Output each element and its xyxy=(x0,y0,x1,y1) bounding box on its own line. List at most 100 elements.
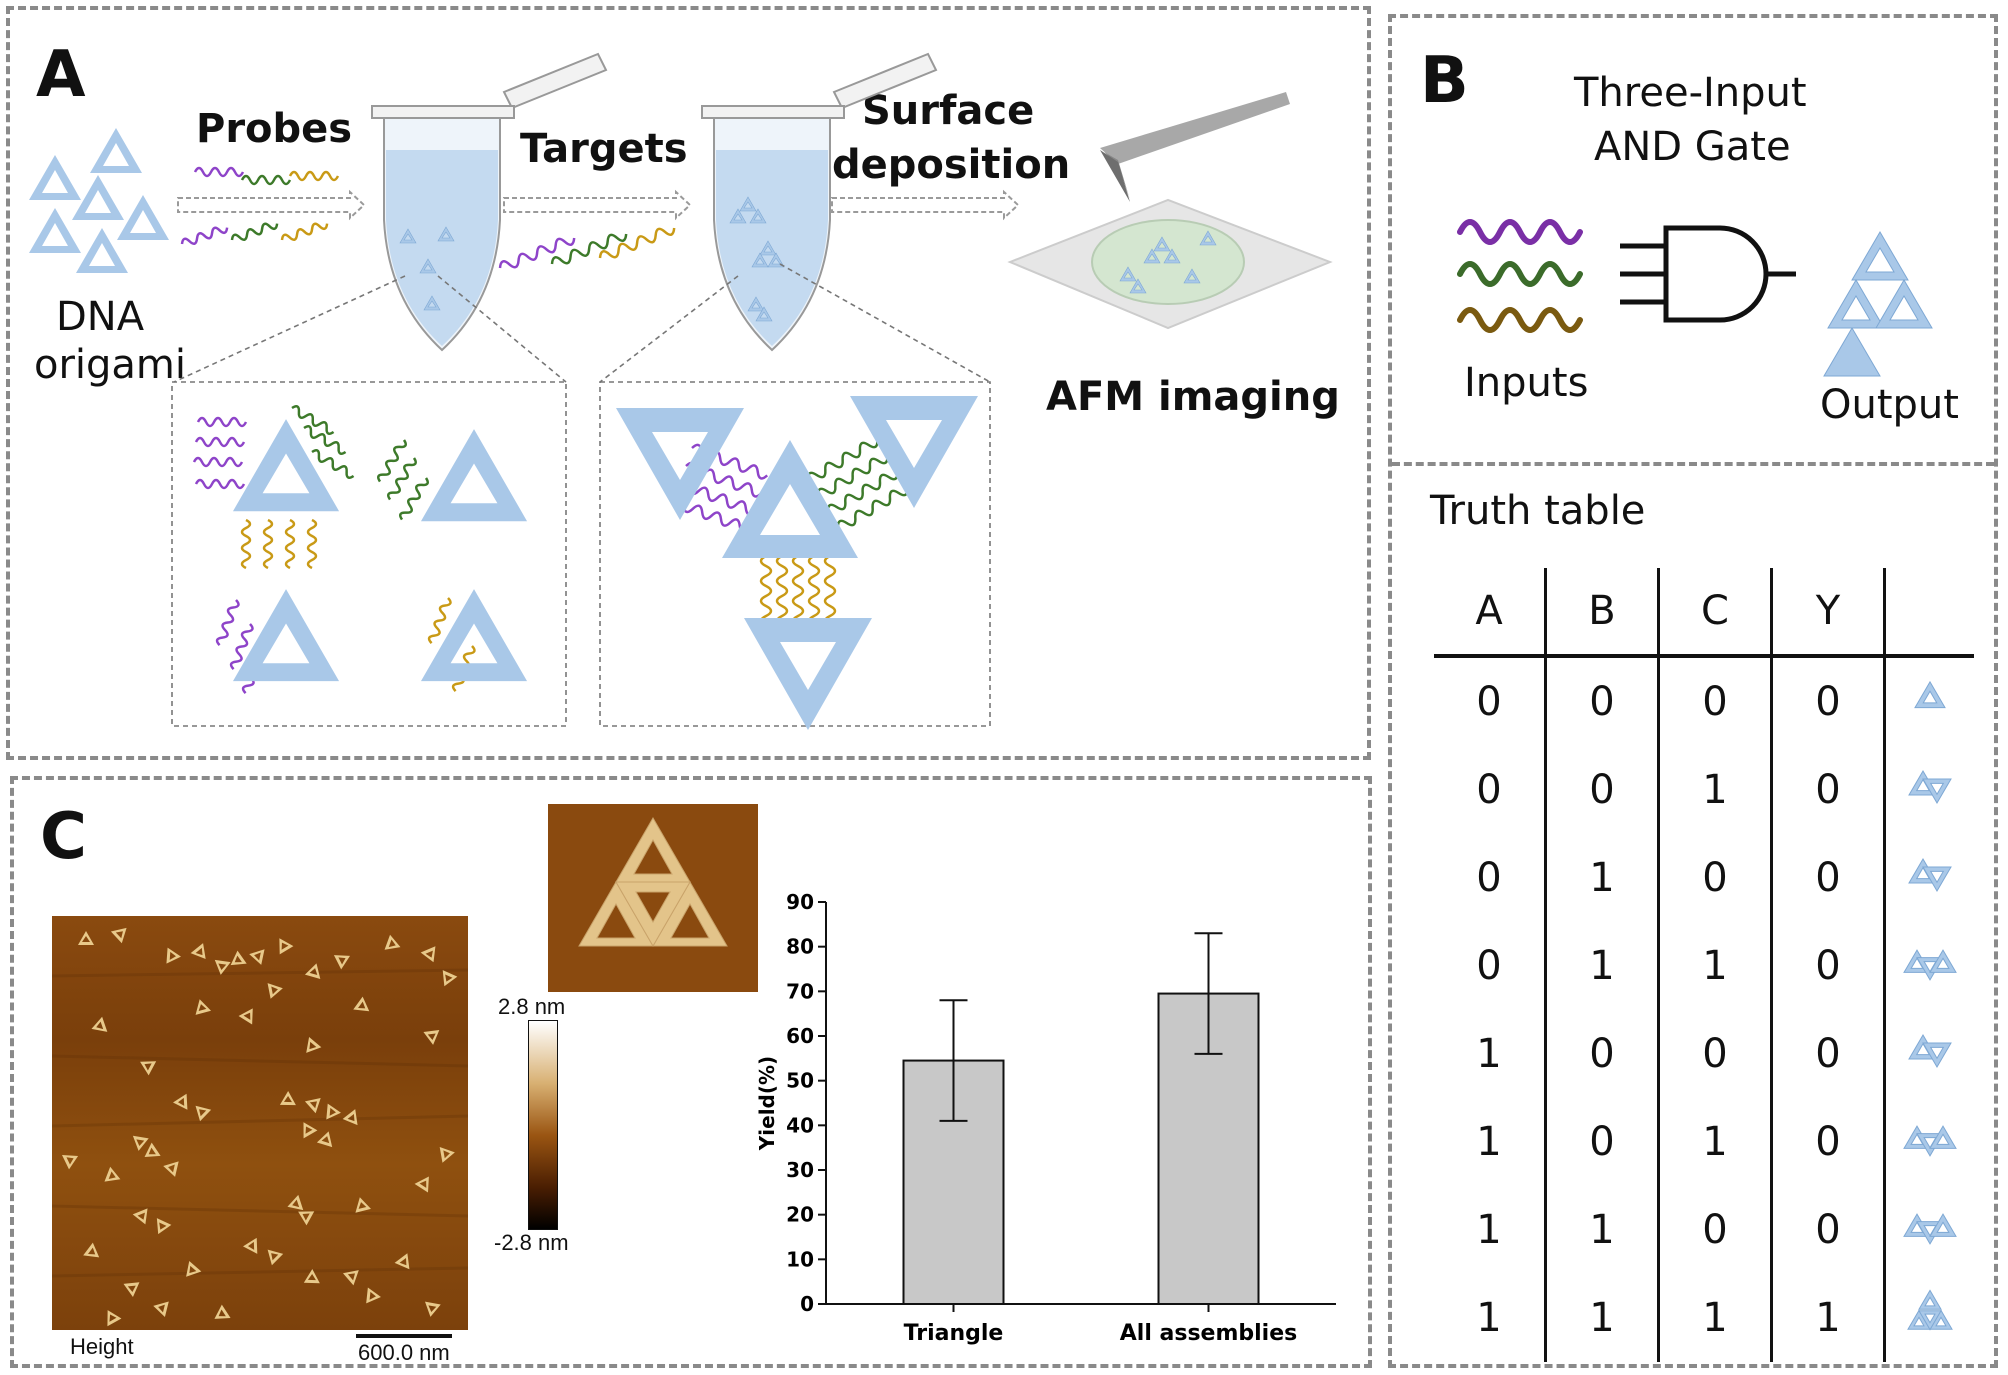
truth-cell: 1 xyxy=(1434,1186,1547,1274)
panel-c-letter: C xyxy=(40,800,87,874)
panel-b-divider xyxy=(1392,462,1994,466)
panel-b-letter: B xyxy=(1420,44,1469,118)
dimer-icon xyxy=(1885,1010,1975,1098)
truth-cell: 1 xyxy=(1658,1274,1773,1362)
truth-cell: 1 xyxy=(1771,1274,1886,1362)
y-tick-label: 90 xyxy=(786,890,814,914)
truth-cell: 1 xyxy=(1658,1098,1773,1186)
gate-title-line2: AND Gate xyxy=(1594,124,1791,170)
colorbar-max-label: 2.8 nm xyxy=(498,994,566,1019)
truth-cell: 0 xyxy=(1658,656,1773,746)
origami-cluster xyxy=(29,128,169,273)
x-tick-label: All assemblies xyxy=(1120,1321,1298,1346)
probes-label: Probes xyxy=(196,106,353,152)
truth-cell: 0 xyxy=(1545,746,1660,834)
y-tick-label: 60 xyxy=(786,1024,814,1048)
tube-2 xyxy=(701,52,938,352)
truth-cell: 1 xyxy=(1545,1186,1660,1274)
y-tick-label: 40 xyxy=(786,1113,814,1137)
truth-cell: 1 xyxy=(1658,746,1773,834)
deposition-label: deposition xyxy=(832,142,1071,188)
header-icon xyxy=(1884,568,1974,658)
colorbar-min-label: -2.8 nm xyxy=(494,1230,569,1255)
truth-cell: 0 xyxy=(1545,656,1660,746)
truth-cell: 0 xyxy=(1771,1010,1886,1098)
scale-bar-label: 600.0 nm xyxy=(358,1340,450,1365)
afm-inset-image xyxy=(548,804,758,992)
truth-cell: 0 xyxy=(1434,922,1547,1010)
trimer-icon xyxy=(1885,1186,1975,1274)
truth-cell: 1 xyxy=(1434,1274,1547,1362)
single-icon xyxy=(1885,656,1975,746)
afm-surface xyxy=(1007,92,1333,330)
zoom-box-assembly xyxy=(616,396,978,730)
dimer-icon xyxy=(1885,834,1975,922)
truth-cell: 0 xyxy=(1434,746,1547,834)
y-axis-label: Yield(%) xyxy=(755,1056,779,1151)
y-tick-label: 20 xyxy=(786,1203,814,1227)
inputs-label: Inputs xyxy=(1464,360,1589,406)
dimer-icon xyxy=(1885,746,1975,834)
header-a: A xyxy=(1434,568,1547,658)
truth-cell: 0 xyxy=(1771,922,1886,1010)
truth-cell: 0 xyxy=(1434,656,1547,746)
truth-cell: 0 xyxy=(1771,656,1886,746)
zoom-box-probes xyxy=(192,403,528,696)
probe-strands xyxy=(179,166,340,250)
tetramer-icon xyxy=(1885,1274,1975,1362)
header-y: Y xyxy=(1771,568,1886,658)
scale-bar xyxy=(356,1334,452,1338)
panel-a-letter: A xyxy=(36,38,86,112)
truth-table-title: Truth table xyxy=(1430,488,1646,534)
targets-label: Targets xyxy=(520,126,688,172)
panel-a xyxy=(6,6,1371,760)
header-c: C xyxy=(1658,568,1773,658)
truth-cell: 0 xyxy=(1658,1010,1773,1098)
truth-cell: 0 xyxy=(1434,834,1547,922)
origami-label: origami xyxy=(34,342,187,388)
x-tick-label: Triangle xyxy=(904,1321,1004,1346)
target-strands xyxy=(496,222,678,274)
dna-label: DNA xyxy=(56,294,145,340)
y-tick-label: 0 xyxy=(800,1292,814,1316)
truth-cell: 0 xyxy=(1771,834,1886,922)
y-tick-label: 50 xyxy=(786,1069,814,1093)
afm-image xyxy=(52,916,468,1330)
truth-cell: 1 xyxy=(1658,922,1773,1010)
colorbar xyxy=(528,1020,558,1230)
header-b: B xyxy=(1545,568,1660,658)
zoom-guides xyxy=(171,263,991,727)
y-tick-label: 70 xyxy=(786,979,814,1003)
gate-title-line1: Three-Input xyxy=(1574,70,1807,116)
truth-cell: 0 xyxy=(1658,834,1773,922)
truth-cell: 1 xyxy=(1434,1098,1547,1186)
y-tick-label: 80 xyxy=(786,935,814,959)
y-tick-label: 30 xyxy=(786,1158,814,1182)
truth-cell: 0 xyxy=(1545,1098,1660,1186)
truth-cell: 0 xyxy=(1771,746,1886,834)
tube-1 xyxy=(371,52,608,352)
y-tick-label: 10 xyxy=(786,1247,814,1271)
height-label: Height xyxy=(70,1334,134,1359)
trimer-icon xyxy=(1885,922,1975,1010)
panel-c xyxy=(10,776,1372,1368)
process-arrows xyxy=(177,189,1020,221)
trimer-icon xyxy=(1885,1098,1975,1186)
truth-cell: 0 xyxy=(1545,1010,1660,1098)
truth-cell: 0 xyxy=(1771,1098,1886,1186)
truth-table-header: A B C Y xyxy=(1434,568,1974,658)
panel-b xyxy=(1388,14,1998,1368)
truth-cell: 0 xyxy=(1771,1186,1886,1274)
truth-cell: 1 xyxy=(1545,1274,1660,1362)
